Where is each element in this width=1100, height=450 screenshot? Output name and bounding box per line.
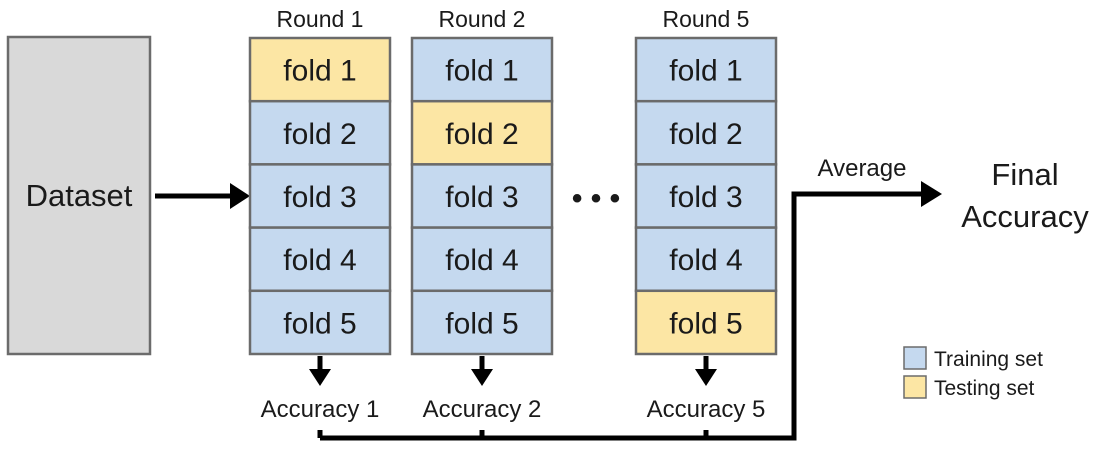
fold-label: fold 4 [283, 244, 356, 277]
round-title: Round 2 [439, 6, 526, 32]
final-accuracy-line-1: Final [991, 157, 1058, 192]
round-2-group: Round 2 fold 1 fold 2 fold 3 fold 4 fold 5 Acc… [410, 6, 554, 423]
average-label: Average [818, 155, 907, 182]
dataset-label: Dataset [26, 178, 133, 213]
fold-box-training [410, 289, 554, 356]
fold-label: fold 2 [445, 118, 518, 151]
fold-label: fold 1 [445, 55, 518, 88]
fold-label: fold 5 [669, 307, 742, 340]
fold-box-training [248, 289, 392, 356]
aggregation-line [317, 191, 925, 441]
fold-label: fold 2 [283, 118, 356, 151]
fold-label: fold 3 [669, 181, 742, 214]
fold-label: fold 1 [283, 55, 356, 88]
accuracy-label: Accuracy 2 [423, 396, 542, 423]
legend: Training set Testing set [903, 346, 1043, 400]
legend-training-swatch [903, 346, 927, 370]
fold-label: fold 5 [445, 307, 518, 340]
round-down-arrow-head [471, 369, 493, 386]
fold-label: fold 4 [445, 244, 518, 277]
round-down-arrow-head [695, 369, 717, 386]
legend-testing-swatch [903, 375, 927, 399]
final-accuracy-line-2: Accuracy [961, 199, 1089, 234]
final-arrow-head [921, 181, 942, 207]
fold-label: fold 5 [283, 307, 356, 340]
ellipsis: • • • [572, 182, 620, 215]
fold-label: fold 1 [669, 55, 742, 88]
dataset-node: Dataset [6, 35, 152, 356]
fold-label: fold 2 [669, 118, 742, 151]
dataset-box [6, 35, 152, 356]
fold-box-training [248, 226, 392, 293]
round-title: Round 1 [277, 6, 364, 32]
accuracy-label: Accuracy 1 [261, 396, 380, 423]
rounds-layer: Round 1 fold 1 fold 2 fold 3 fold 4 fold 5 Acc… [248, 6, 778, 423]
fold-box-training [410, 36, 554, 103]
legend-testing-label: Testing set [934, 377, 1035, 400]
fold-box-testing [634, 289, 778, 356]
round-1-group: Round 1 fold 1 fold 2 fold 3 fold 4 fold 5 Acc… [248, 6, 392, 423]
fold-box-training [634, 163, 778, 229]
fold-label: fold 3 [283, 181, 356, 214]
round-3-group: Round 5 fold 1 fold 2 fold 3 fold 4 fold 5 Acc… [634, 6, 778, 423]
round-title: Round 5 [663, 6, 750, 32]
fold-box-training [634, 226, 778, 293]
fold-box-training [634, 99, 778, 166]
accuracy-label: Accuracy 5 [647, 396, 766, 423]
fold-label: fold 3 [445, 181, 518, 214]
legend-training-label: Training set [934, 348, 1043, 371]
fold-label: fold 4 [669, 244, 742, 277]
round-down-arrow-head [309, 369, 331, 386]
fold-box-testing [248, 36, 392, 103]
dataset-arrow-head [230, 183, 250, 209]
fold-box-training [634, 36, 778, 103]
